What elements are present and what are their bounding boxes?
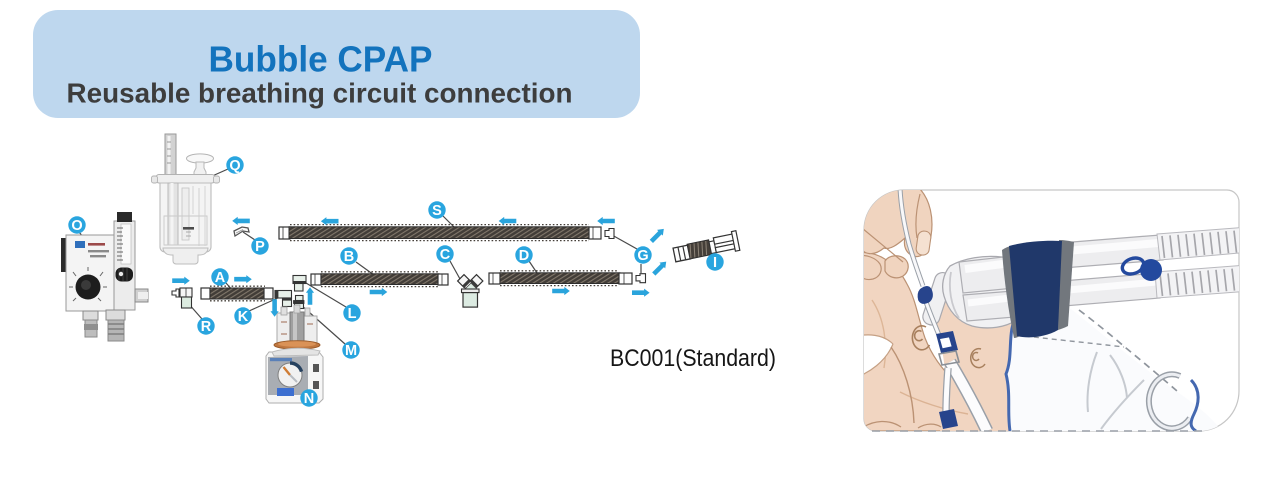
svg-text:O: O [71, 218, 82, 234]
svg-text:P: P [255, 239, 265, 255]
svg-text:C: C [440, 247, 451, 263]
svg-text:D: D [519, 248, 529, 264]
svg-text:Reusable breathing circuit con: Reusable breathing circuit connection [67, 78, 573, 109]
svg-text:R: R [201, 319, 212, 335]
svg-text:N: N [304, 391, 314, 407]
svg-text:Q: Q [229, 158, 240, 174]
svg-text:L: L [348, 306, 357, 322]
svg-text:K: K [238, 309, 249, 325]
svg-text:S: S [432, 203, 442, 219]
svg-text:M: M [345, 343, 357, 359]
svg-text:I: I [713, 255, 717, 271]
svg-text:A: A [215, 270, 226, 286]
svg-text:B: B [344, 249, 354, 265]
svg-text:G: G [637, 248, 648, 264]
svg-text:Bubble CPAP: Bubble CPAP [209, 39, 433, 80]
svg-text:BC001(Standard): BC001(Standard) [610, 345, 776, 372]
